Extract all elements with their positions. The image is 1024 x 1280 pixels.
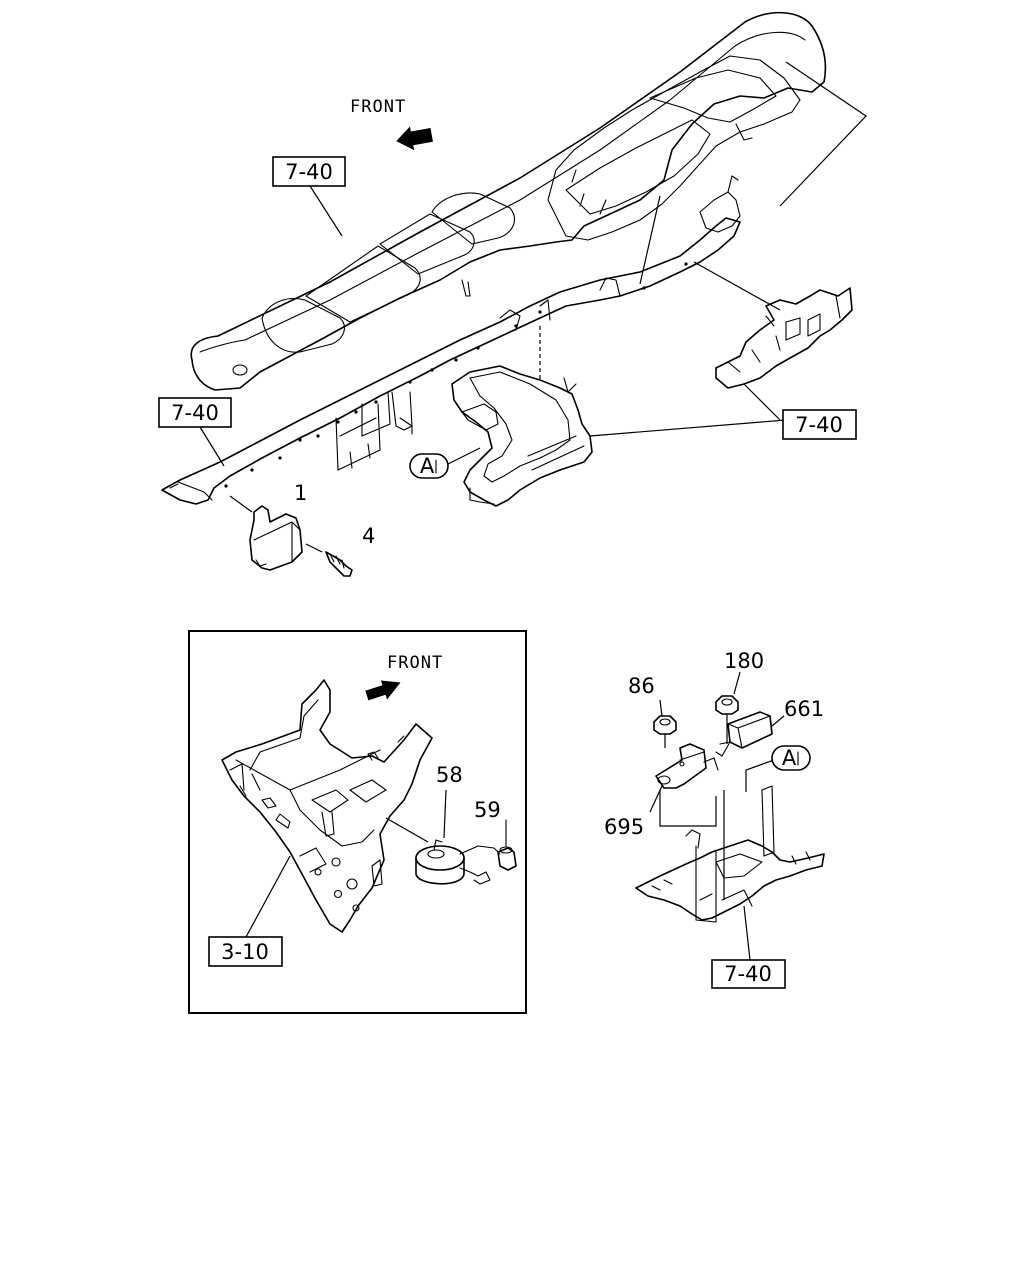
svg-text:7-40: 7-40 [724, 962, 772, 986]
part-number-695: 695 [604, 815, 644, 839]
view-a-detail: A 7-40 86 180 661 695 [604, 649, 825, 989]
front-label-inset: FRONT [387, 653, 443, 673]
view-a-detail-callout: A [771, 745, 811, 771]
part-number-661: 661 [784, 697, 824, 721]
part-58-switch[interactable] [385, 789, 501, 885]
mounting-plate [635, 839, 825, 921]
svg-text:A: A [420, 454, 435, 478]
ref-7-40-top-left[interactable]: 7-40 [272, 156, 346, 237]
svg-text:7-40: 7-40 [795, 413, 843, 437]
part-number-86: 86 [628, 674, 655, 698]
svg-text:A: A [782, 746, 797, 770]
front-label-top: FRONT [350, 97, 406, 117]
part-1-control-module[interactable] [229, 495, 303, 571]
dashboard-upper-cover [190, 11, 827, 391]
part-number-58: 58 [436, 763, 463, 787]
part-4-bolt[interactable] [305, 543, 353, 577]
svg-text:7-40: 7-40 [171, 401, 219, 425]
part-number-1: 1 [294, 481, 307, 505]
right-side-bracket [715, 287, 853, 389]
part-86-nut[interactable] [653, 699, 677, 748]
ref-7-40-left[interactable]: 7-40 [158, 397, 232, 467]
part-number-4: 4 [362, 524, 375, 548]
inset-detail-box: FRONT [188, 630, 527, 1014]
part-661-sensor[interactable] [715, 711, 785, 757]
cross-car-beam [161, 217, 741, 505]
ref-7-40-right[interactable]: 7-40 [782, 409, 857, 440]
center-console-bracket [451, 365, 593, 507]
ref-7-40-bottom[interactable]: 7-40 [711, 959, 786, 989]
svg-text:3-10: 3-10 [221, 940, 269, 964]
part-695-bracket[interactable] [649, 743, 719, 813]
part-number-180: 180 [724, 649, 764, 673]
part-180-nut[interactable] [715, 671, 741, 744]
front-arrow-icon [396, 126, 433, 151]
pedal-bracket [221, 679, 433, 933]
svg-text:7-40: 7-40 [285, 160, 333, 184]
front-arrow-icon [365, 680, 401, 701]
instrument-panel-assembly: FRONT [158, 11, 867, 577]
ref-3-10[interactable]: 3-10 [208, 855, 291, 967]
part-59-plug[interactable] [497, 819, 517, 871]
view-a-callout[interactable]: A [409, 447, 481, 479]
part-number-59: 59 [474, 798, 501, 822]
